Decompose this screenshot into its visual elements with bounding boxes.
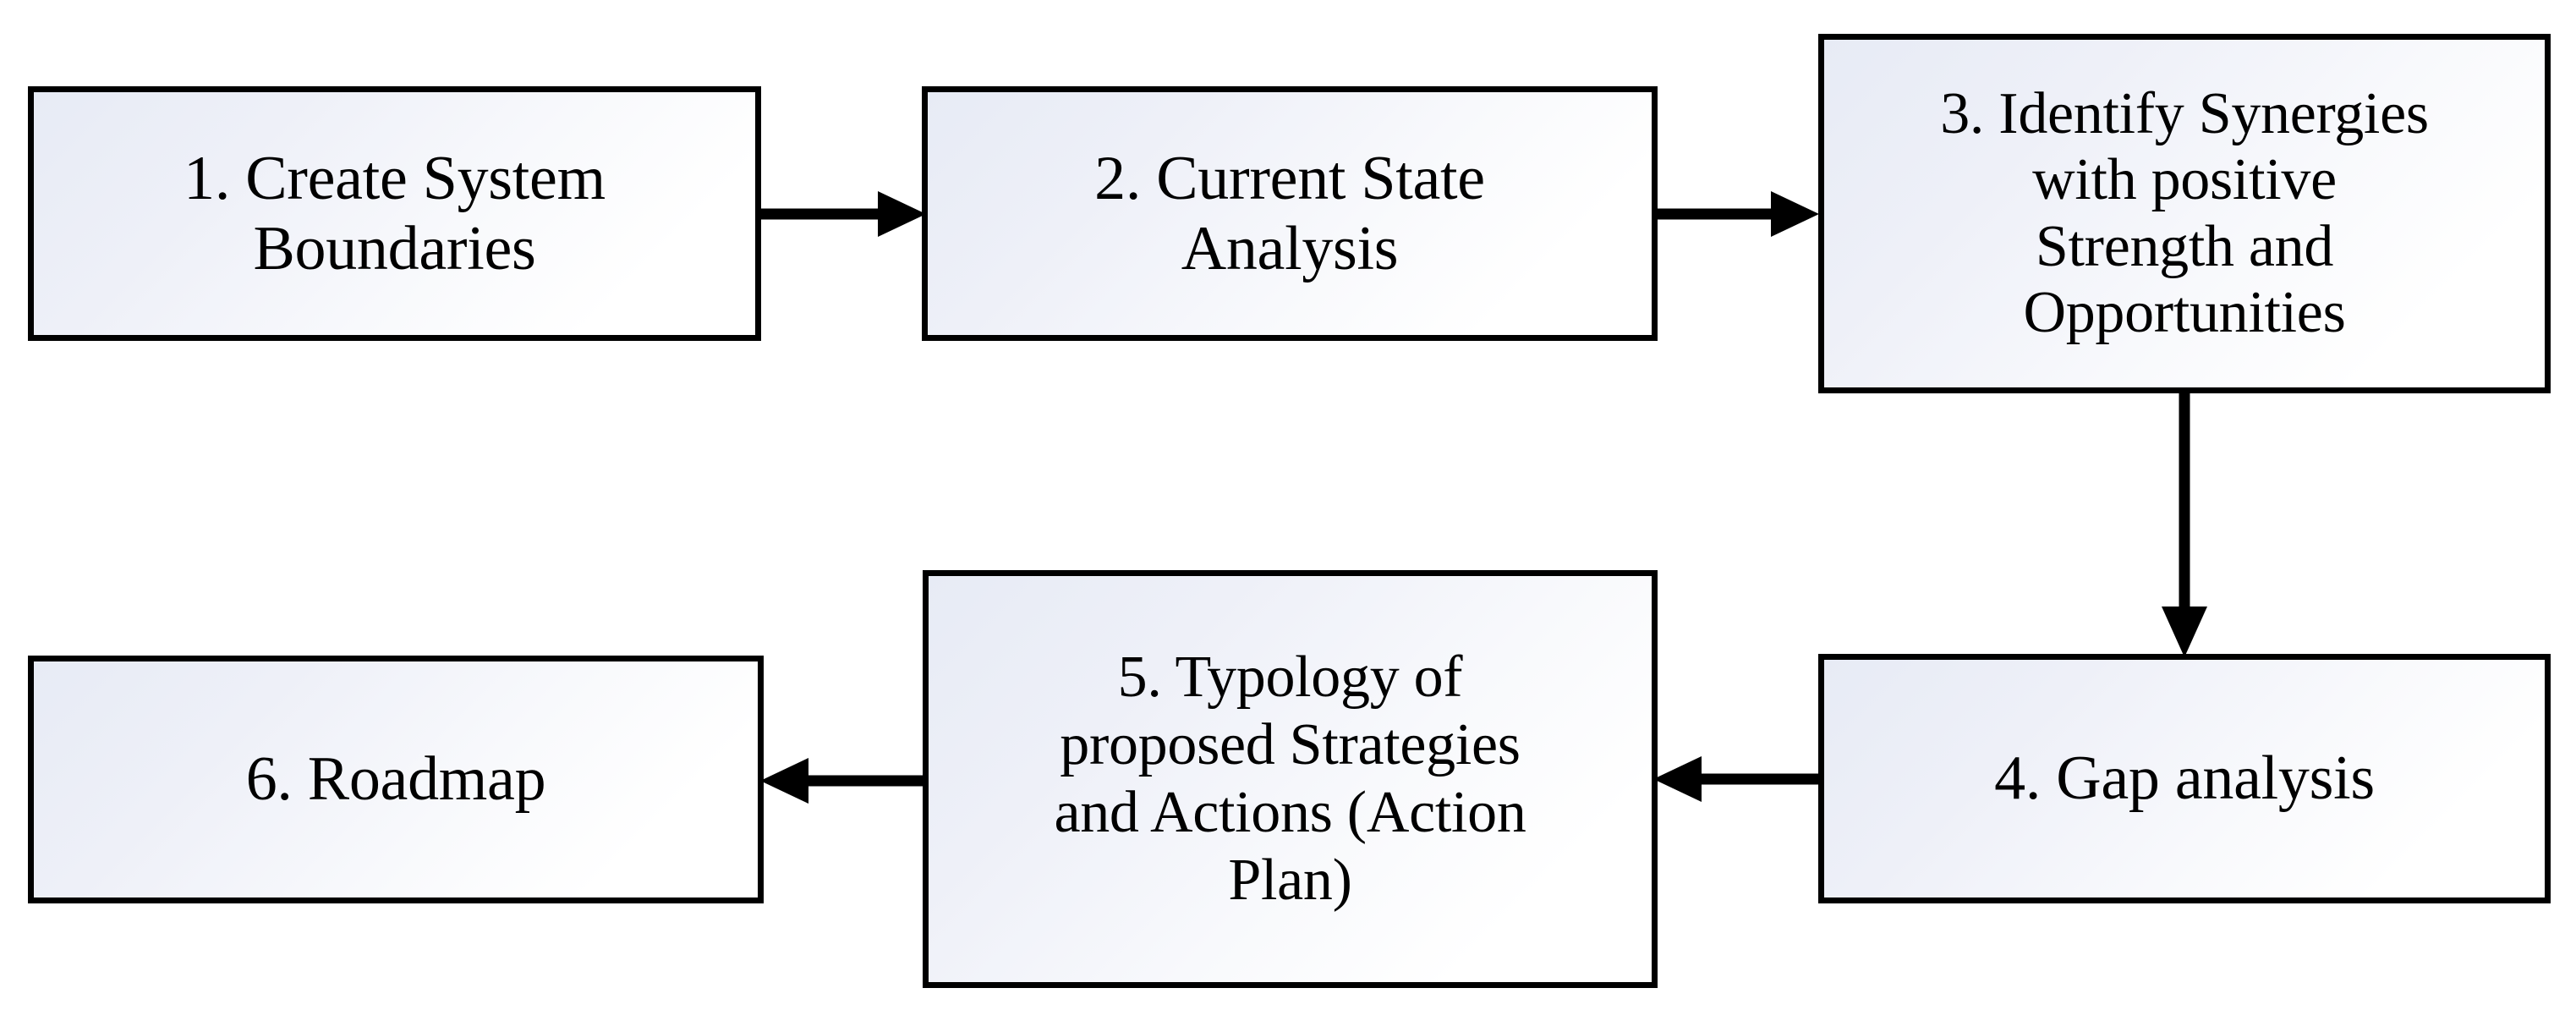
- flowchart-node-3-label: 3. Identify Synergies with positive Stre…: [1940, 80, 2429, 345]
- flowchart-node-4[interactable]: 4. Gap analysis: [1818, 654, 2551, 903]
- flowchart-node-5[interactable]: 5. Typology of proposed Strategies and A…: [923, 570, 1658, 988]
- arrow-node2-to-node3: [1649, 188, 1823, 240]
- arrow-node5-to-node6: [753, 755, 930, 807]
- flowchart-node-4-label: 4. Gap analysis: [1994, 744, 2375, 814]
- flowchart-node-6[interactable]: 6. Roadmap: [28, 656, 764, 903]
- flowchart-node-1[interactable]: 1. Create System Boundaries: [28, 86, 761, 341]
- flowchart-node-6-label: 6. Roadmap: [245, 744, 546, 815]
- flowchart-node-5-label: 5. Typology of proposed Strategies and A…: [1054, 645, 1526, 913]
- flowchart-node-2[interactable]: 2. Current State Analysis: [922, 86, 1658, 341]
- flowchart-node-3[interactable]: 3. Identify Synergies with positive Stre…: [1818, 34, 2551, 393]
- arrow-node1-to-node2: [753, 188, 930, 240]
- arrow-node4-to-node5: [1649, 753, 1823, 805]
- arrow-node3-to-node4: [2158, 385, 2211, 661]
- flowchart-node-2-label: 2. Current State Analysis: [1094, 143, 1485, 283]
- flowchart-node-1-label: 1. Create System Boundaries: [184, 143, 606, 283]
